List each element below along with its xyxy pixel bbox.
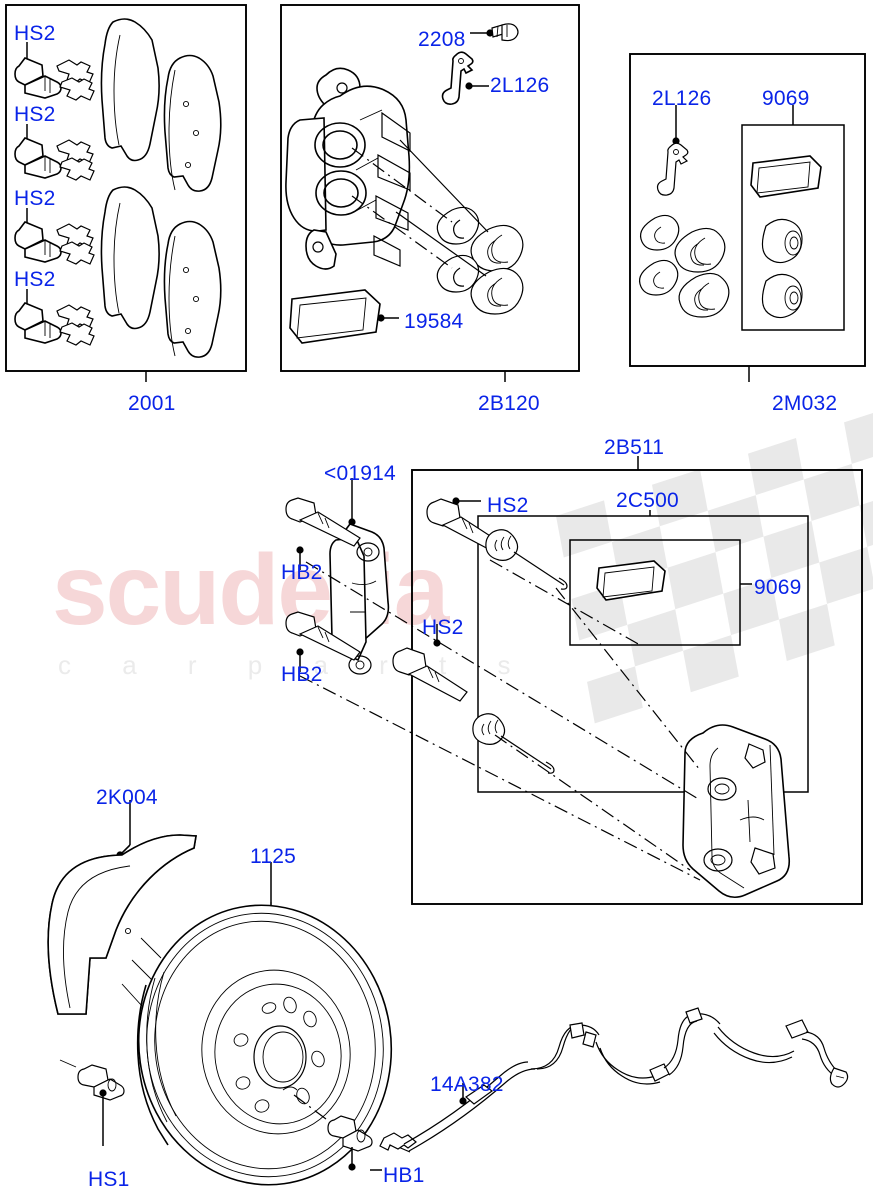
callout-9069-kit: 9069 <box>762 87 810 110</box>
callout-1125: 1125 <box>250 845 296 868</box>
grease-sachet-9069-inner <box>596 560 666 601</box>
guide-pin-and-boot-group <box>392 497 568 774</box>
panel-box-2C500 <box>477 515 809 793</box>
brake-pad-group <box>100 18 222 358</box>
carrier-bolt-group <box>285 497 361 672</box>
callout-2l126-kit: 2L126 <box>652 87 712 110</box>
bleed-screw <box>470 23 519 42</box>
group-caption-2b511: 2B511 <box>604 436 665 459</box>
callout-hb1: HB1 <box>383 1164 425 1187</box>
panel-box-2B120 <box>280 4 580 372</box>
group-caption-2c500: 2C500 <box>616 489 679 512</box>
group-caption-2b120: 2B120 <box>478 392 540 415</box>
pad-retaining-clip-group <box>56 59 95 346</box>
panel-box-2B511 <box>411 469 863 905</box>
callout-01914: <01914 <box>324 462 396 485</box>
callout-9069-inner: 9069 <box>754 576 802 599</box>
callout-hs2-1: HS2 <box>14 22 56 45</box>
callout-2l126-caliper: 2L126 <box>490 74 550 97</box>
grease-sachet-19584 <box>289 289 399 344</box>
caliper-carrier-plate <box>329 478 390 675</box>
callout-hs2-4: HS2 <box>14 268 56 291</box>
panel-box-9069-inner <box>569 539 741 646</box>
panel-box-2M032 <box>629 53 866 367</box>
panel-box-2001 <box>5 4 247 372</box>
callout-hs2-5: HS2 <box>487 494 529 517</box>
abs-sensor-cable-14A382 <box>379 1007 849 1153</box>
repair-kit-seal-group <box>638 214 730 318</box>
group-caption-2001: 2001 <box>128 392 176 415</box>
brake-splash-shield-2K004 <box>47 800 197 1146</box>
callout-2k004: 2K004 <box>96 786 158 809</box>
callout-hs2-6: HS2 <box>422 616 464 639</box>
caliper-seal-group <box>351 139 524 315</box>
callout-19584: 19584 <box>404 310 464 333</box>
caliper-carrier-bracket <box>682 724 791 899</box>
brake-caliper-body <box>285 67 411 270</box>
callout-hs1: HS1 <box>88 1168 130 1191</box>
group-caption-2m032: 2M032 <box>772 392 838 415</box>
callout-hb2-1: HB2 <box>281 561 323 584</box>
caliper-guide-pin-2B120 <box>441 51 489 105</box>
callout-hs2-2: HS2 <box>14 103 56 126</box>
brake-disc-1125 <box>136 862 393 1186</box>
grease-and-piston-kit <box>750 155 822 319</box>
callout-hs2-3: HS2 <box>14 187 56 210</box>
caliper-guide-pin-2M032 <box>656 105 689 196</box>
callout-2208: 2208 <box>418 28 466 51</box>
pad-bolt-group <box>14 42 62 344</box>
callout-14a382: 14A382 <box>430 1073 504 1096</box>
callout-hb2-2: HB2 <box>281 663 323 686</box>
